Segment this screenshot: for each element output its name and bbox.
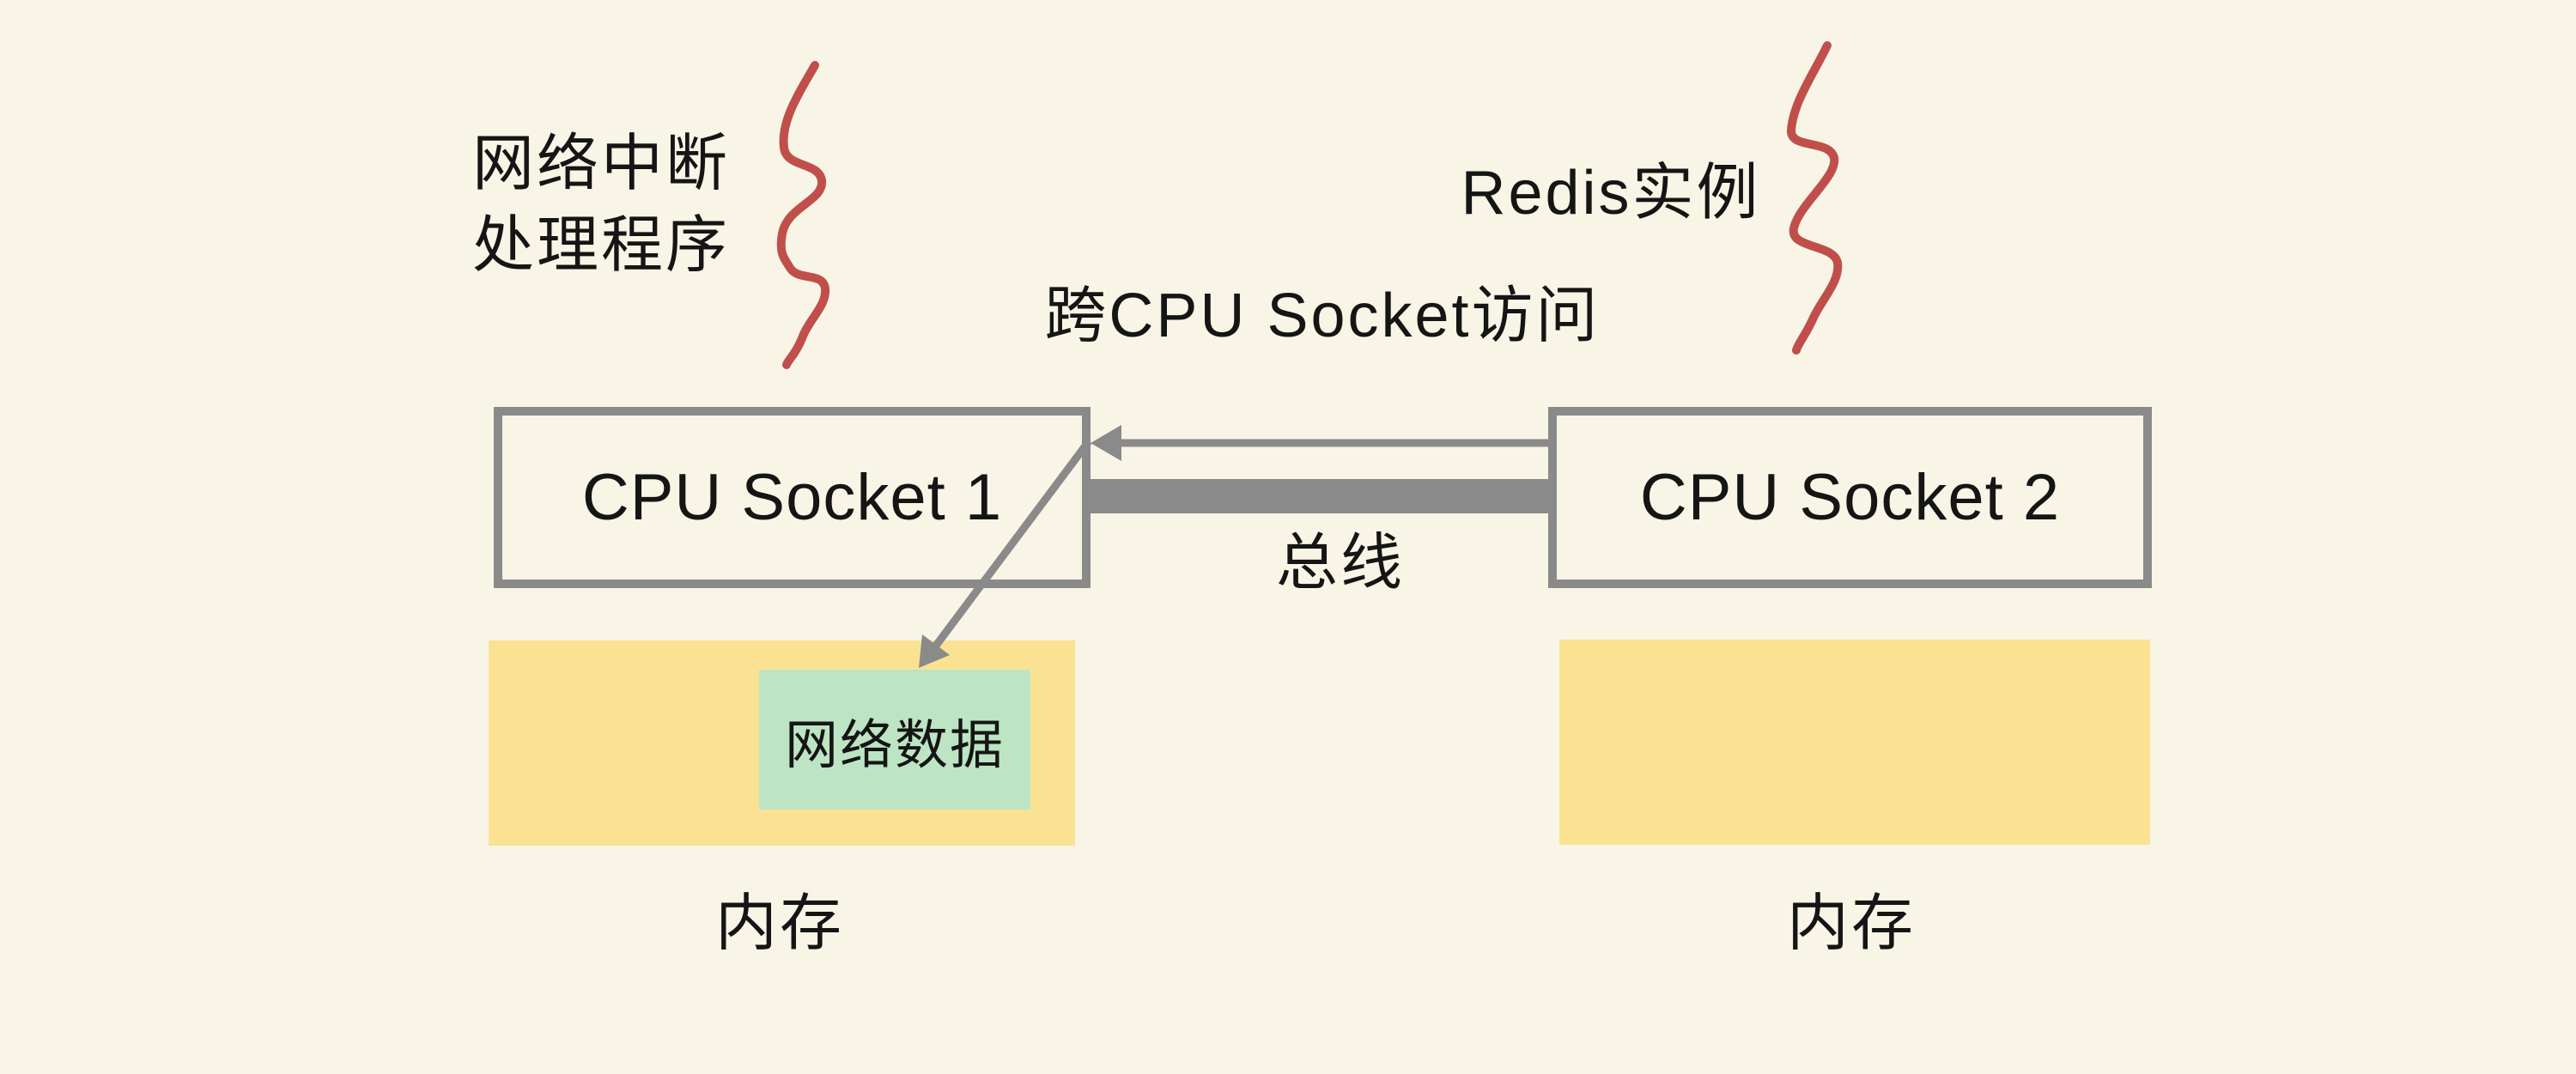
interrupt-handler-label-line1: 网络中断 xyxy=(471,130,730,198)
cpu-socket-1-box: CPU Socket 1 xyxy=(494,407,1091,588)
network-data-box: 网络数据 xyxy=(759,670,1030,810)
network-data-label: 网络数据 xyxy=(784,715,1005,775)
cross-socket-arrowhead-icon xyxy=(1091,425,1121,461)
interrupt-handler-label: 网络中断 处理程序 xyxy=(386,124,816,287)
cross-socket-access-label: 跨CPU Socket访问 xyxy=(1044,282,1601,350)
redis-instance-label: Redis实例 xyxy=(1461,159,1761,228)
memory-right-label: 内存 xyxy=(1786,889,1916,958)
cpu-socket-2-box: CPU Socket 2 xyxy=(1548,407,2152,588)
cpu-socket-1-label: CPU Socket 1 xyxy=(581,461,1003,534)
bus-label: 总线 xyxy=(1275,529,1405,598)
cpu-socket-2-label: CPU Socket 2 xyxy=(1639,461,2061,534)
bus-bar xyxy=(1087,479,1552,513)
interrupt-handler-label-line2: 处理程序 xyxy=(471,211,730,280)
memory-left-label: 内存 xyxy=(714,889,844,958)
memory-block-right xyxy=(1559,640,2150,845)
